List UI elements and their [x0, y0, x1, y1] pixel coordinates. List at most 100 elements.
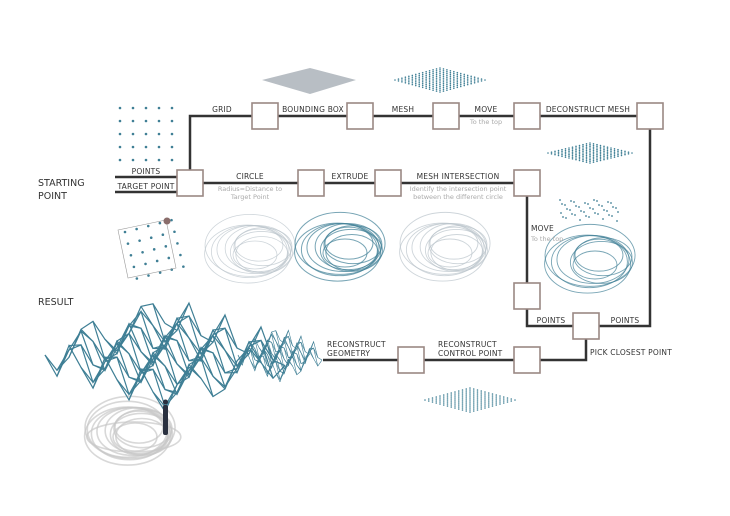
deconstructed-mesh-dot: [564, 153, 567, 155]
deconstructed-mesh-dot: [596, 158, 598, 161]
control-point-dot: [491, 399, 494, 401]
result-circle: [115, 417, 169, 456]
grid-point: [144, 119, 148, 123]
rotated-grid-point: [161, 233, 165, 237]
control-point-dot: [487, 400, 490, 402]
mesh-dot: [421, 79, 424, 81]
deconstructed-mesh-dot: [592, 154, 595, 157]
deconstructed-mesh-dot: [631, 152, 633, 154]
mesh-dot: [470, 77, 472, 79]
control-point-dot: [461, 407, 464, 409]
mesh-intersection-box[interactable]: [513, 169, 541, 197]
grid-point: [118, 106, 122, 110]
mesh-dot: [418, 80, 421, 82]
target-point-marker: [163, 217, 171, 225]
control-point-dot: [465, 410, 468, 412]
intersection-circle: [424, 228, 488, 272]
control-point-dot: [469, 387, 471, 389]
deconstructed-mesh-dot: [589, 150, 591, 153]
control-point-dot: [454, 401, 456, 403]
deconstructed-mesh-dot: [617, 153, 619, 156]
mesh-dot: [453, 70, 455, 73]
circle-box[interactable]: [297, 169, 325, 197]
mesh-dot: [418, 81, 421, 84]
reconstruct-control-point-box[interactable]: [513, 346, 541, 374]
move-box[interactable]: [513, 102, 541, 130]
control-point-dot: [439, 399, 441, 401]
deconstructed-mesh-dot: [571, 153, 574, 155]
deconstructed-mesh-dot: [575, 147, 577, 149]
mesh-dot: [414, 79, 417, 81]
mesh-dot: [425, 70, 427, 73]
rotated-grid-point: [176, 242, 179, 245]
mesh-dot: [473, 78, 476, 80]
small-result-mesh: [275, 347, 319, 381]
control-point-dot: [450, 400, 453, 402]
mesh-dot: [463, 73, 466, 76]
mesh-dot: [442, 82, 445, 85]
mesh-dot: [435, 69, 438, 72]
deconstructed-mesh-dot: [599, 153, 602, 155]
reconstruct-geometry-box[interactable]: [397, 346, 425, 374]
deconstructed-mesh-dot: [571, 154, 574, 157]
control-point-dot: [476, 389, 479, 391]
result-circle: [114, 410, 164, 444]
control-point-dot: [480, 398, 483, 400]
control-point-dot: [446, 401, 449, 403]
bounding-box-box[interactable]: [346, 102, 374, 130]
intersection-circle: [427, 238, 473, 268]
deconstructed-mesh-dot: [624, 153, 626, 156]
mesh-dot: [435, 90, 438, 92]
deconstructed-mesh-dot: [613, 153, 616, 155]
small-result-mesh: [267, 345, 310, 377]
intersection-point: [584, 202, 586, 204]
mesh-dot: [428, 88, 431, 91]
mesh-dot: [421, 86, 424, 89]
deconstructed-mesh-dot: [585, 154, 588, 157]
deconstructed-mesh-dot: [603, 157, 605, 159]
small-result-mesh: [271, 341, 314, 375]
mesh-label: MESH: [392, 105, 414, 114]
grid-box[interactable]: [251, 102, 279, 130]
control-point-dot: [502, 400, 505, 402]
pick-closest-point-box[interactable]: [572, 312, 600, 340]
move-down-box[interactable]: [513, 282, 541, 310]
mesh-dot: [414, 82, 417, 85]
intersection-point: [602, 218, 604, 220]
extrude-box[interactable]: [374, 169, 402, 197]
mesh-dot: [456, 86, 459, 89]
mesh-dot: [456, 82, 459, 85]
intersection-point: [616, 220, 618, 222]
reconstruct-geometry-label-2: GEOMETRY: [327, 349, 370, 358]
grid-point: [118, 119, 122, 123]
mesh-dot: [432, 78, 434, 80]
mesh-dot: [432, 72, 434, 75]
grid-point: [157, 132, 161, 136]
control-point-dot: [472, 410, 475, 412]
control-point-dot: [480, 394, 483, 396]
deconstructed-mesh-dot: [564, 151, 567, 153]
grid-point: [157, 145, 161, 149]
moved-circle: [550, 235, 628, 289]
start-box[interactable]: [176, 169, 204, 197]
control-point-dot: [465, 398, 468, 400]
mesh-box[interactable]: [432, 102, 460, 130]
mesh-dot: [435, 84, 438, 87]
deconstructed-mesh-dot: [585, 148, 588, 150]
deconstructed-mesh-dot: [592, 143, 595, 145]
control-point-dot: [442, 394, 445, 396]
deconstruct-mesh-box[interactable]: [636, 102, 664, 130]
intersection-point: [610, 202, 612, 204]
left-down-line: [525, 196, 573, 328]
person-figure: [163, 405, 168, 435]
control-point-dot: [506, 399, 509, 401]
rotated-grid-point: [138, 239, 141, 242]
control-point-dot: [495, 402, 498, 404]
mesh-dot: [466, 80, 469, 82]
mesh-dot: [411, 81, 414, 84]
deconstructed-mesh-dot: [571, 151, 574, 153]
intersection-point: [603, 209, 605, 211]
intersection-point: [601, 205, 603, 207]
deconstructed-mesh-dot: [561, 155, 563, 158]
